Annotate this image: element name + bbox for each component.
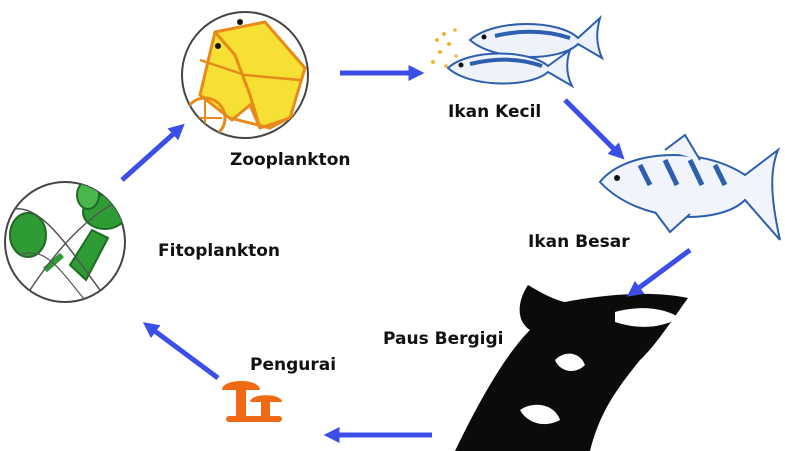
label-paus-bergigi: Paus Bergigi	[383, 329, 503, 349]
arrow-fitoplankton-to-zooplankton	[122, 128, 180, 180]
arrow-ikan-besar-to-paus-bergigi	[632, 250, 690, 293]
label-pengurai: Pengurai	[250, 355, 336, 375]
label-fitoplankton: Fitoplankton	[158, 241, 280, 261]
orca-icon	[455, 285, 688, 451]
phytoplankton-icon	[5, 181, 127, 302]
mushroom-icon	[222, 381, 282, 422]
label-ikan-besar: Ikan Besar	[528, 232, 630, 252]
arrow-ikan-kecil-to-ikan-besar	[565, 100, 620, 155]
small-fish-icon	[431, 18, 602, 86]
arrow-pengurai-to-fitoplankton	[148, 326, 218, 378]
label-zooplankton: Zooplankton	[230, 150, 350, 170]
zooplankton-icon	[182, 12, 308, 138]
big-fish-icon	[600, 135, 780, 240]
label-ikan-kecil: Ikan Kecil	[448, 102, 541, 122]
